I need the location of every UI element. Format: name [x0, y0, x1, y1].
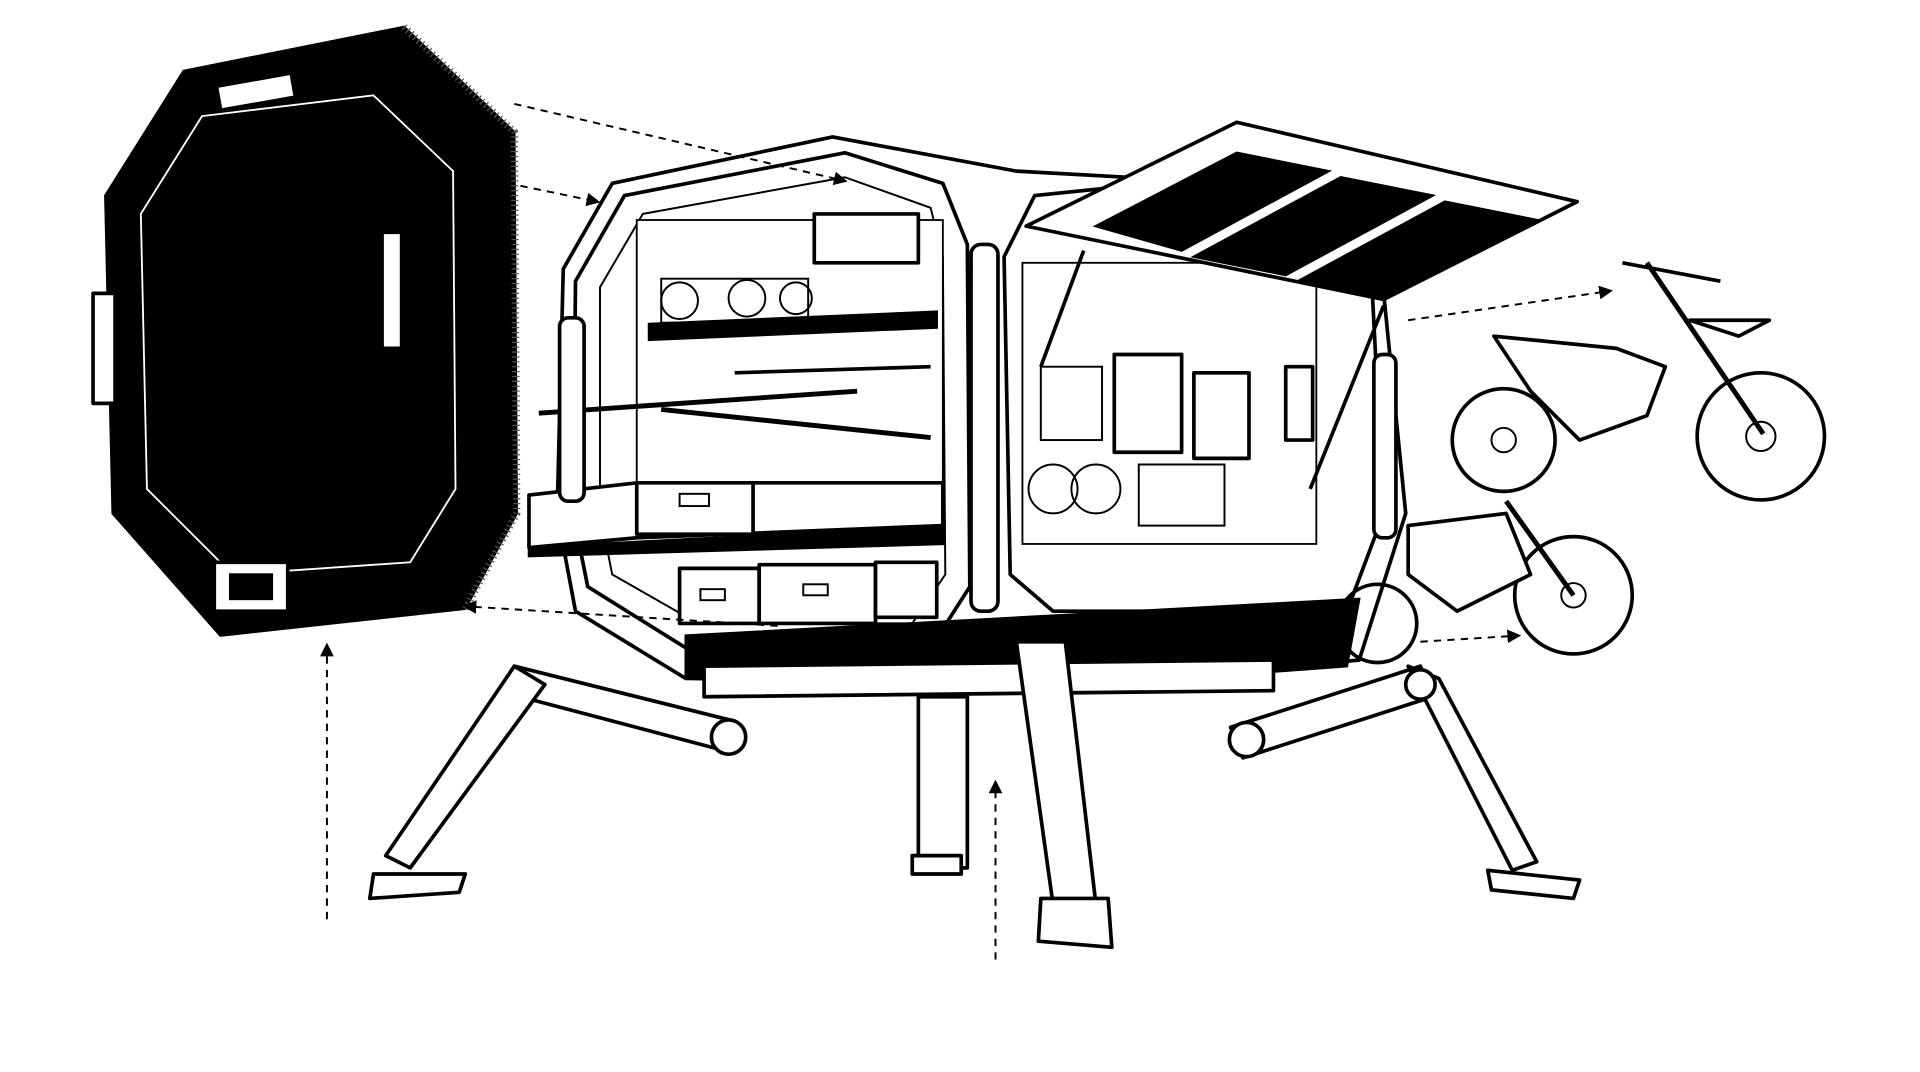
dirt-bike-lower [1336, 499, 1635, 665]
detached-door-panel [91, 24, 521, 637]
arrow-door-to-pod [514, 102, 848, 186]
leg-front-right [1227, 664, 1582, 901]
leg-front-center [1014, 639, 1114, 950]
door-handle-bottom [212, 560, 290, 614]
right-storage-bay [1021, 261, 1318, 545]
arrow-door-to-frame [520, 184, 601, 207]
arrow-to-upper-bike [1408, 285, 1613, 322]
leg-rear-center [910, 694, 970, 876]
pull-out-drawer [527, 480, 945, 558]
door-handle-right [380, 230, 404, 351]
arrow-to-lower-bike [1420, 629, 1522, 644]
rifle-rack [538, 364, 931, 441]
landing-legs [367, 639, 1582, 950]
explode-arrows [320, 102, 1613, 960]
lower-drawers [677, 560, 939, 626]
door-handle-top [214, 71, 298, 113]
left-storage-bay [527, 212, 945, 626]
door-handle-left [91, 291, 117, 406]
leg-front-left [367, 664, 748, 901]
dirt-bike-upper [1450, 261, 1827, 502]
arrow-drawer-to-door [462, 600, 778, 627]
roof-lid-solar [1024, 120, 1579, 490]
